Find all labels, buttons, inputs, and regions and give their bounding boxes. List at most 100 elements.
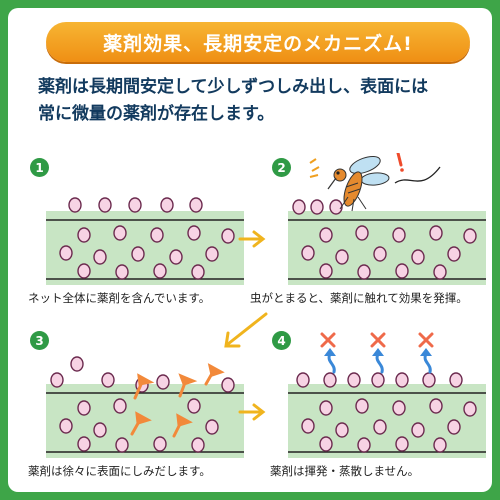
inner-granule xyxy=(355,225,369,241)
step-4-caption: 薬剤は揮発・蒸散しません。 xyxy=(270,464,420,478)
inner-granule xyxy=(113,398,127,414)
surface-granule xyxy=(68,197,82,213)
inner-granule xyxy=(191,264,205,280)
surface-granule xyxy=(292,199,306,215)
granules xyxy=(292,199,477,280)
inner-granule xyxy=(187,398,201,414)
inner-granule xyxy=(77,436,91,452)
surface-granule xyxy=(70,356,84,372)
surface-granule xyxy=(395,372,409,388)
step-4-net-diagram xyxy=(288,332,486,458)
step-1-panel: 1 ネット全体に薬剤を含んでいます。 xyxy=(28,153,244,305)
surface-granule xyxy=(371,372,385,388)
inner-granule xyxy=(433,264,447,280)
intro-text: 薬剤は長期間安定して少しずつしみ出し、表面には 常に微量の薬剤が存在します。 xyxy=(38,74,483,128)
granules xyxy=(50,356,235,453)
step-3-panel: 3 薬剤は徐々に表面にしみだします。 xyxy=(28,326,244,478)
cross-icon xyxy=(418,332,434,348)
main-panel: 薬剤効果、長期安定のメカニズム! 薬剤は長期間安定して少しずつしみ出し、表面には… xyxy=(8,8,492,492)
inner-granule xyxy=(221,228,235,244)
up-arrow-icon xyxy=(204,363,225,386)
inner-granule xyxy=(373,419,387,435)
step-1-number: 1 xyxy=(30,158,49,177)
inner-granule xyxy=(433,437,447,453)
transition-arrows xyxy=(224,230,268,421)
inner-granule xyxy=(392,400,406,416)
step-1-caption: ネット全体に薬剤を含んでいます。 xyxy=(28,291,211,305)
inner-granule xyxy=(131,246,145,262)
inner-granule xyxy=(301,418,315,434)
surface-granule xyxy=(156,374,170,390)
granules xyxy=(296,372,477,453)
surface-granule xyxy=(296,372,310,388)
surface-granule xyxy=(128,197,142,213)
surface-granule xyxy=(50,372,64,388)
mosquito-icon xyxy=(309,153,441,212)
inner-granule xyxy=(319,227,333,243)
inner-granule xyxy=(319,436,333,452)
inner-granule xyxy=(205,246,219,262)
up-arrow-icon xyxy=(130,411,152,436)
surface-granule xyxy=(98,197,112,213)
step-2-panel: 2 虫がとまると、薬剤に触れて効果を発揮。 xyxy=(250,153,486,305)
surface-granule xyxy=(221,377,235,393)
inner-granule xyxy=(429,225,443,241)
inner-granule xyxy=(429,398,443,414)
inner-granule xyxy=(153,436,167,452)
inner-granule xyxy=(77,227,91,243)
inner-granule xyxy=(150,227,164,243)
inner-granule xyxy=(335,422,349,438)
surface-granule xyxy=(101,372,115,388)
inner-granule xyxy=(77,400,91,416)
surface-granule xyxy=(189,197,203,213)
step-3-number: 3 xyxy=(30,331,49,350)
surface-granule xyxy=(347,372,361,388)
step-3-caption: 薬剤は徐々に表面にしみだします。 xyxy=(28,464,211,478)
curved-up-arrow-icon xyxy=(372,348,384,374)
up-arrow-icon xyxy=(172,413,193,438)
inner-granule xyxy=(373,246,387,262)
step-3-net-diagram xyxy=(46,356,244,458)
step-2-caption: 虫がとまると、薬剤に触れて効果を発揮。 xyxy=(250,291,468,305)
inner-granule xyxy=(93,249,107,265)
inner-granule xyxy=(59,245,73,261)
inner-granule xyxy=(77,263,91,279)
inner-granule xyxy=(115,437,129,453)
step-2-number: 2 xyxy=(272,158,291,177)
curved-up-arrow-icon xyxy=(420,348,432,374)
inner-granule xyxy=(463,401,477,417)
surface-granule xyxy=(329,199,343,215)
surface-granule xyxy=(323,372,337,388)
inner-granule xyxy=(59,418,73,434)
inner-granule xyxy=(335,249,349,265)
inner-granule xyxy=(93,422,107,438)
surface-granule xyxy=(310,199,324,215)
curved-up-arrow-icon xyxy=(324,348,336,374)
inner-granule xyxy=(187,225,201,241)
step-2-net-diagram xyxy=(288,153,486,285)
granules xyxy=(59,197,235,280)
intro-line-2: 常に微量の薬剤が存在します。 xyxy=(38,104,275,124)
inner-granule xyxy=(319,400,333,416)
inner-granule xyxy=(395,263,409,279)
blocked-evaporation xyxy=(320,332,434,374)
inner-granule xyxy=(169,249,183,265)
inner-granule xyxy=(447,419,461,435)
inner-granule xyxy=(205,419,219,435)
up-arrow-icon xyxy=(178,373,198,398)
page-title: 薬剤効果、長期安定のメカニズム! xyxy=(46,22,470,62)
cross-icon xyxy=(320,332,336,348)
arrow-right-icon xyxy=(238,403,266,421)
surface-granule xyxy=(160,197,174,213)
inner-granule xyxy=(191,437,205,453)
inner-granule xyxy=(395,436,409,452)
inner-granule xyxy=(411,249,425,265)
surface-granule xyxy=(449,372,463,388)
inner-granule xyxy=(319,263,333,279)
inner-granule xyxy=(357,264,371,280)
inner-granule xyxy=(463,228,477,244)
step-4-number: 4 xyxy=(272,331,291,350)
step-4-panel: 4 薬剤は揮発・蒸散しません。 xyxy=(270,326,486,478)
cross-icon xyxy=(370,332,386,348)
inner-granule xyxy=(301,245,315,261)
